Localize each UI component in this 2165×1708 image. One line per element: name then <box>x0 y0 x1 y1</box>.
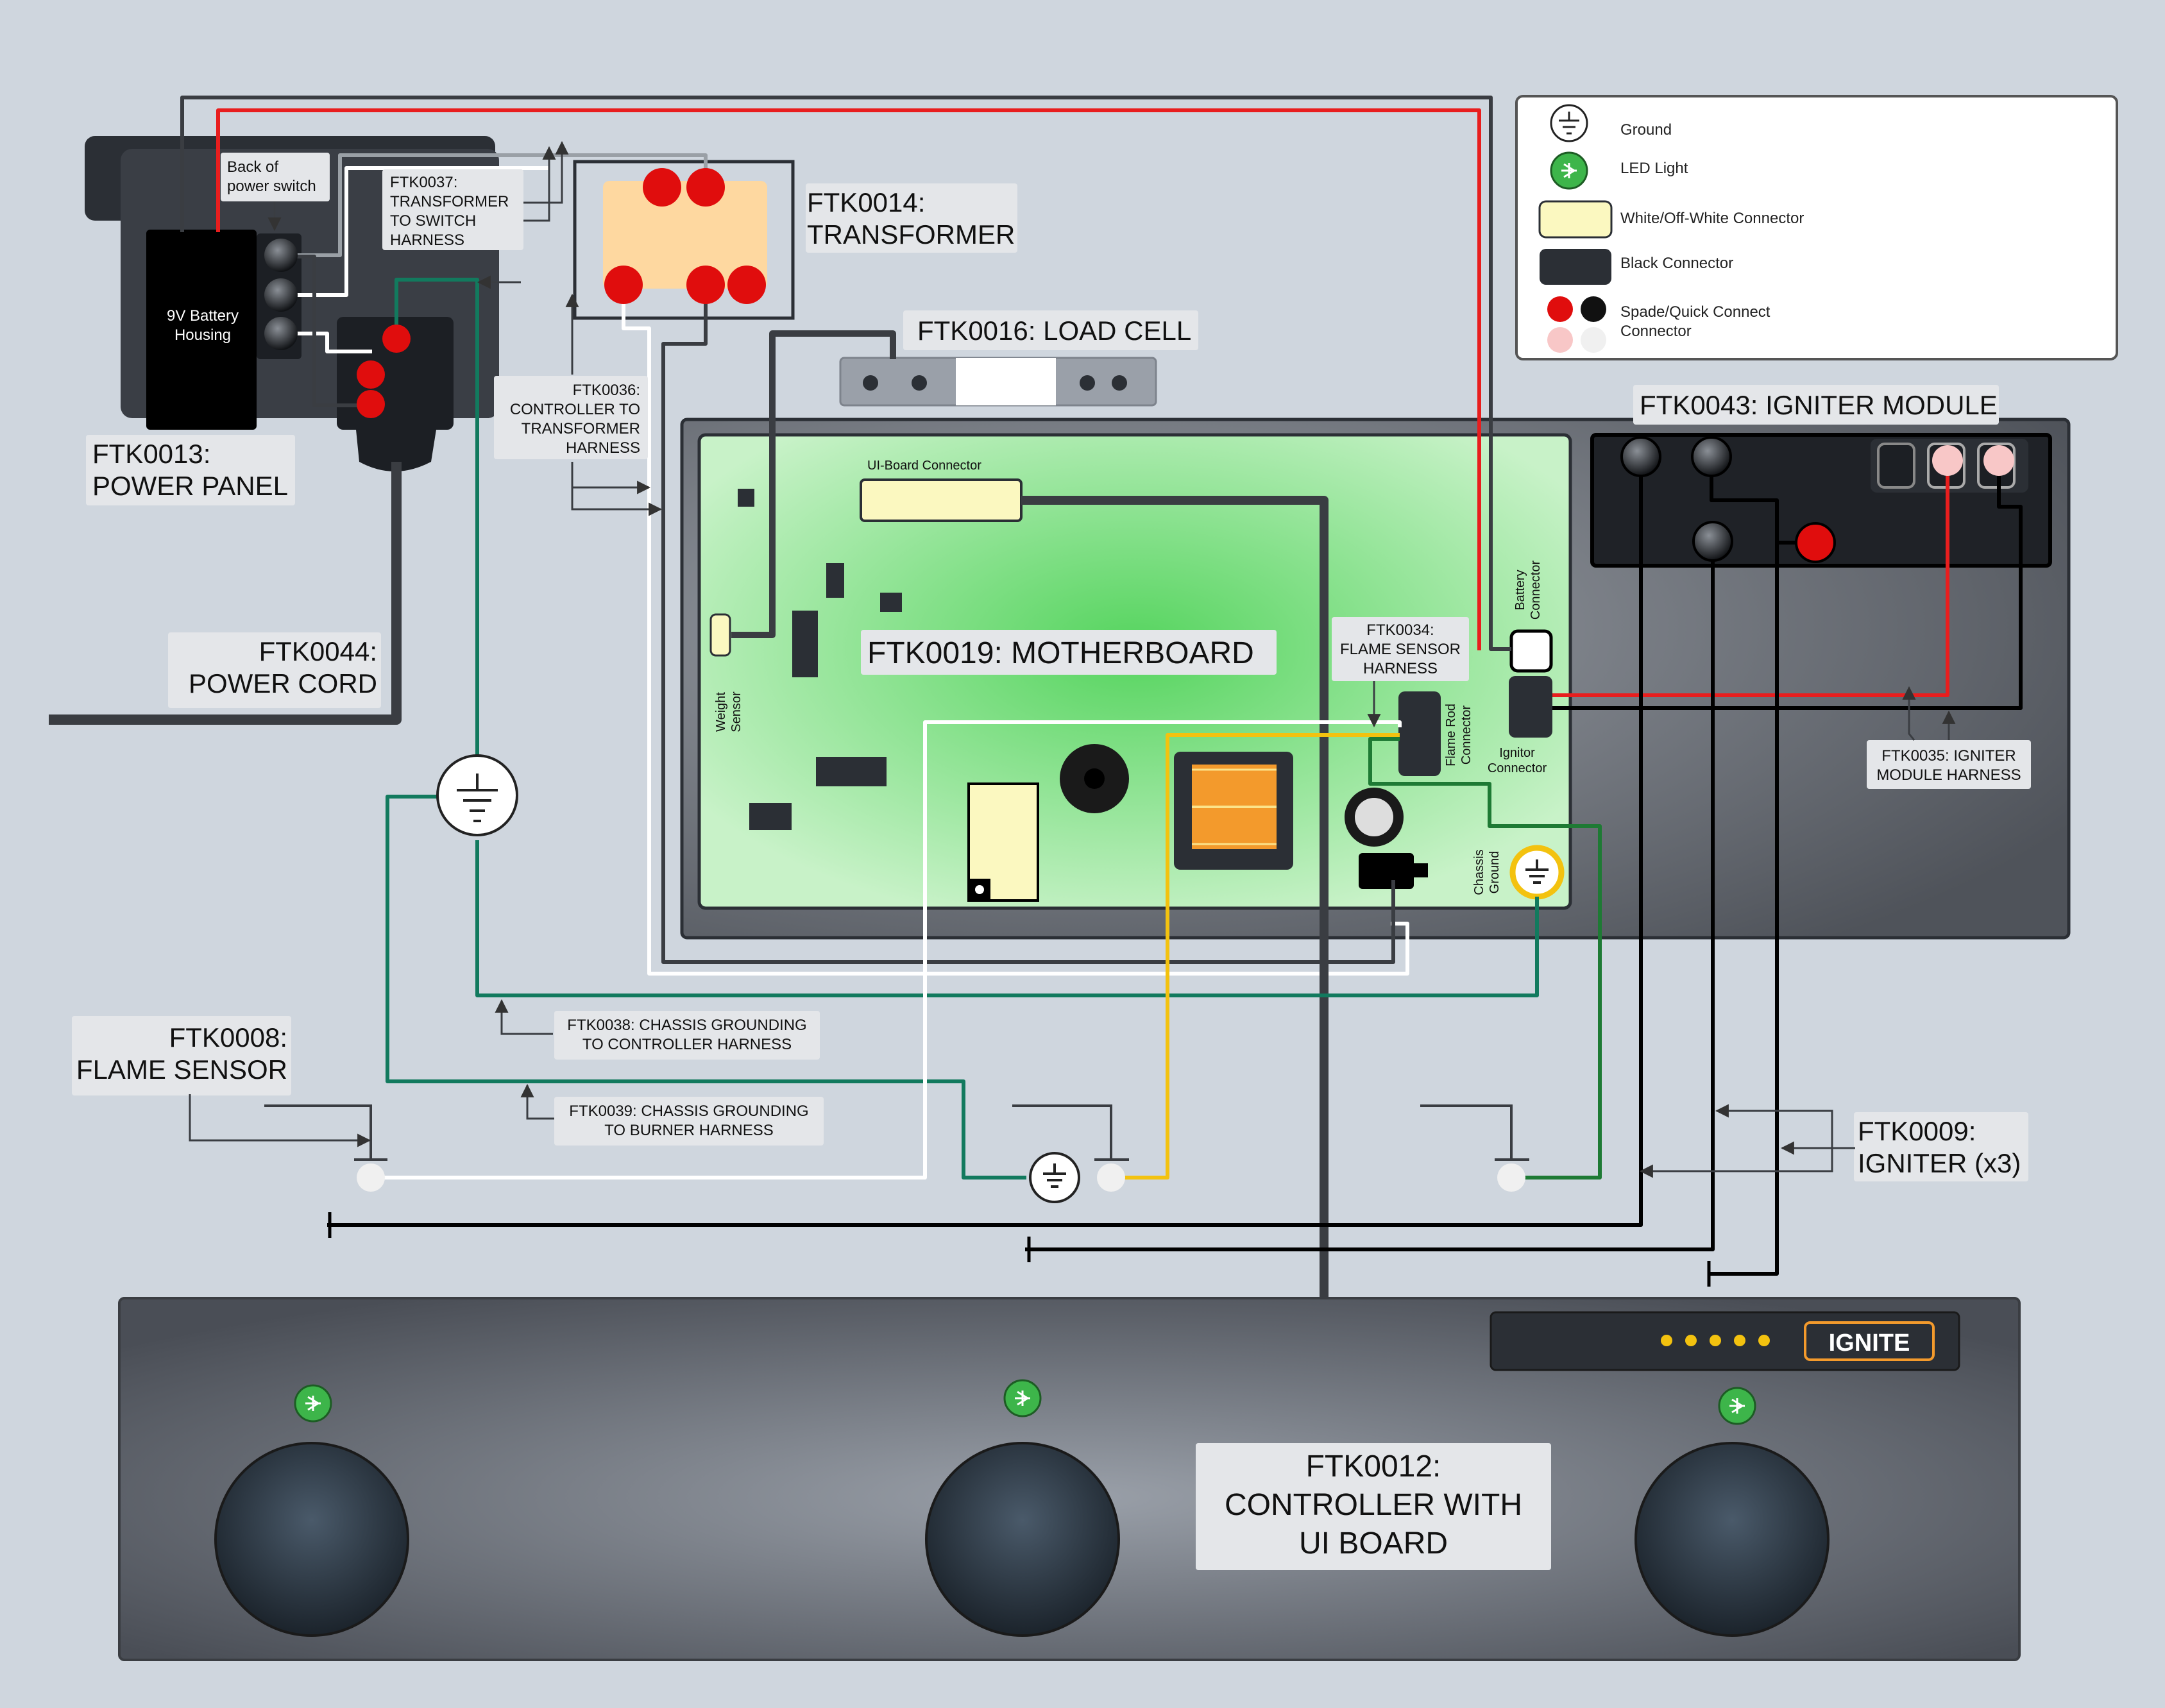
chassis-ground-label-2: Ground <box>1488 851 1502 894</box>
switch-label-2: power switch <box>227 178 316 195</box>
battery-label-2: Housing <box>174 326 231 344</box>
label-boxes <box>72 153 2031 1570</box>
ignite-label: IGNITE <box>1829 1330 1910 1357</box>
flame-sensor-tip-left <box>357 1163 385 1192</box>
controller-label-1: FTK0012: <box>1306 1450 1441 1484</box>
ftk0038-label-1: FTK0038: CHASSIS GROUNDING <box>567 1017 806 1034</box>
flame-rod-connector <box>1398 691 1441 776</box>
ftk0036-label-1: FTK0036: <box>573 382 640 399</box>
chassis-ground-label-1: Chassis <box>1472 849 1486 895</box>
ftk0036-label-2: CONTROLLER TO <box>510 401 640 418</box>
legend-ground-label: Ground <box>1620 121 1672 139</box>
ground-icon-burner <box>1029 1152 1080 1203</box>
ftk0034-label-2: FLAME SENSOR <box>1340 641 1461 658</box>
battery-label-1: 9V Battery <box>167 307 239 325</box>
legend-spade-label-2: Connector <box>1620 323 1692 340</box>
ui-indicator-dot <box>1685 1335 1697 1346</box>
legend: Ground LED Light White/Off-White Connect… <box>1515 95 2118 360</box>
flame-sensor-label-2: FLAME SENSOR <box>76 1054 287 1085</box>
igniter-terminals <box>1620 436 1733 562</box>
ui-connector-label: UI-Board Connector <box>867 459 981 473</box>
flame-sensor-tip-center <box>1097 1163 1125 1192</box>
dc-jack <box>1359 853 1414 889</box>
ui-board-connector <box>860 478 1023 522</box>
ftk0034-label-3: HARNESS <box>1363 660 1438 677</box>
power-cord-label-2: POWER CORD <box>189 668 377 698</box>
legend-led-label: LED Light <box>1620 160 1688 177</box>
spade-connectors <box>357 168 2014 563</box>
battery-housing <box>146 230 257 430</box>
control-knob-center[interactable] <box>925 1442 1120 1637</box>
annotation-arrows <box>189 140 1956 1178</box>
control-knob-left[interactable] <box>214 1442 409 1637</box>
load-cell-label: FTK0016: LOAD CELL <box>917 316 1191 346</box>
legend-black-label: Black Connector <box>1620 255 1733 272</box>
load-cell <box>839 357 1157 407</box>
power-panel-label-1: FTK0013: <box>92 439 210 469</box>
weight-sensor-connector <box>709 613 731 657</box>
weight-sensor-label-1: Weight <box>714 692 728 732</box>
ftk0039-label-2: TO BURNER HARNESS <box>604 1122 774 1139</box>
ignite-button[interactable] <box>1804 1321 1935 1361</box>
legend-white-connector <box>1538 200 1613 239</box>
flame-sensor-tip-right <box>1497 1163 1525 1192</box>
controller-label-2: CONTROLLER WITH <box>1225 1488 1522 1522</box>
igniter-ends <box>328 1212 1711 1287</box>
ui-indicator-dots <box>1661 1335 1770 1346</box>
flame-rod-label-2: Connector <box>1459 706 1473 765</box>
ui-indicator-dot <box>1734 1335 1745 1346</box>
flame-rod-label-1: Flame Rod <box>1444 704 1458 766</box>
ftk0035-label-2: MODULE HARNESS <box>1876 766 2021 784</box>
battery-connector-label-2: Connector <box>1529 561 1543 620</box>
ftk0038-label-2: TO CONTROLLER HARNESS <box>582 1036 792 1053</box>
ignitor-connector-label-2: Connector <box>1488 761 1547 775</box>
ground-icon-main <box>436 754 518 836</box>
ftk0036-label-4: HARNESS <box>566 439 640 457</box>
ftk0039-label-1: FTK0039: CHASSIS GROUNDING <box>569 1103 808 1120</box>
legend-black-connector <box>1540 249 1611 285</box>
switch-label-1: Back of <box>227 158 278 176</box>
ui-indicator-dot <box>1661 1335 1672 1346</box>
burner-brackets <box>264 1104 1529 1161</box>
ftk0037-label-3: TO SWITCH <box>390 212 476 230</box>
igniter-module-label: FTK0043: IGNITER MODULE <box>1640 390 1998 420</box>
power-cord-label-1: FTK0044: <box>259 636 377 666</box>
ftk0037-label-2: TRANSFORMER <box>390 193 509 210</box>
ftk0034-label-1: FTK0034: <box>1366 621 1434 639</box>
ignitor-connector <box>1509 676 1552 738</box>
led-glyphs <box>305 163 1745 1414</box>
transformer <box>573 160 795 320</box>
battery-connector <box>1509 629 1553 673</box>
ftk0037-label-4: HARNESS <box>390 232 464 249</box>
control-knob-right[interactable] <box>1634 1442 1830 1637</box>
controller-label-3: UI BOARD <box>1299 1526 1448 1560</box>
ftk0037-label-1: FTK0037: <box>390 174 457 191</box>
capacitor <box>967 782 1039 902</box>
weight-sensor-label-2: Sensor <box>729 691 743 732</box>
ftk0035-label-1: FTK0035: IGNITER <box>1881 747 2016 765</box>
legend-spade-label-1: Spade/Quick Connect <box>1620 303 1770 321</box>
controller <box>118 1297 2021 1661</box>
ui-indicator-dot <box>1710 1335 1721 1346</box>
igniter-label-1: FTK0009: <box>1858 1116 1976 1146</box>
ftk0036-label-3: TRANSFORMER <box>522 420 640 437</box>
legend-white-label: White/Off-White Connector <box>1620 210 1804 227</box>
transformer-label-2: TRANSFORMER <box>807 219 1015 249</box>
switch-terminals <box>264 239 298 350</box>
power-panel-label-2: POWER PANEL <box>92 471 288 501</box>
ui-indicator-dot <box>1758 1335 1770 1346</box>
legend-ground-icon <box>1550 104 1588 142</box>
battery-connector-label-1: Battery <box>1513 570 1527 610</box>
igniter-label-2: IGNITER (x3) <box>1858 1148 2021 1178</box>
flame-sensor-label-1: FTK0008: <box>169 1022 287 1053</box>
chassis-ground-icon <box>1509 845 1565 900</box>
motherboard-label: FTK0019: MOTHERBOARD <box>867 636 1254 670</box>
wires <box>49 96 2023 1298</box>
relay <box>1174 752 1293 870</box>
ignitor-connector-label-1: Ignitor <box>1499 746 1535 760</box>
transformer-label-1: FTK0014: <box>807 187 925 217</box>
